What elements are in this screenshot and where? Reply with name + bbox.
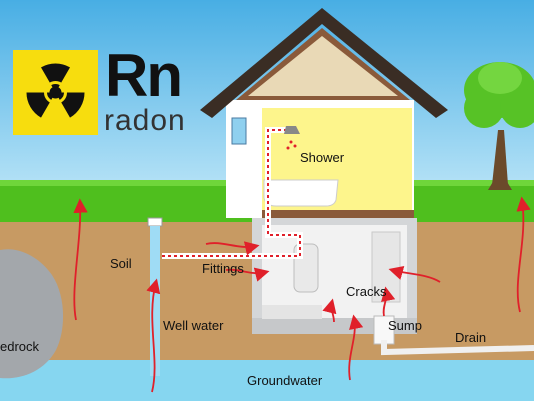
label-bedrock: edrock xyxy=(0,339,40,354)
label-soil: Soil xyxy=(110,256,132,271)
bathtub xyxy=(263,179,339,207)
roof xyxy=(200,8,448,118)
label-drain: Drain xyxy=(455,330,487,345)
drain-pipe xyxy=(381,340,534,356)
radiation-trefoil-icon xyxy=(13,50,98,135)
bedrock xyxy=(0,249,64,379)
shower-head-icon xyxy=(284,126,300,150)
label-shower: Shower xyxy=(300,150,345,165)
well xyxy=(147,217,163,376)
logo-name: radon xyxy=(104,104,186,137)
label-cracks: Cracks xyxy=(346,284,387,299)
logo-symbol: Rn xyxy=(105,42,183,109)
house xyxy=(200,8,448,218)
radon-arrows xyxy=(73,196,531,393)
window xyxy=(231,117,247,145)
label-groundwater: Groundwater xyxy=(247,373,323,388)
label-sump: Sump xyxy=(388,318,422,333)
label-well-water: Well water xyxy=(163,318,224,333)
tree xyxy=(464,62,534,190)
groundwater-layer xyxy=(0,360,534,401)
label-fittings: Fittings xyxy=(202,261,244,276)
